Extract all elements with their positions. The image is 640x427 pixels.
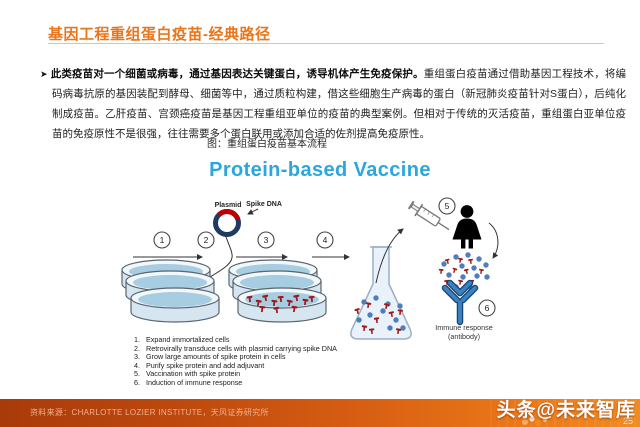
person-to-immune-arrow	[488, 222, 499, 259]
page-title: 基因工程重组蛋白疫苗-经典路径	[48, 26, 271, 43]
title-divider	[48, 43, 604, 44]
step-circle-2: 2	[204, 235, 209, 245]
figure-caption: 图：重组蛋白疫苗基本流程	[207, 139, 327, 150]
step-item: 1.Expand immortalized cells	[134, 335, 230, 344]
flask-to-syringe-arrow	[375, 228, 404, 284]
dots-logo-icon	[522, 416, 547, 426]
step-circle-5: 5	[445, 201, 450, 211]
step-circles: 1 2 3 4 5 6	[153, 197, 496, 317]
step-item: 5.Vaccination with spike protein	[134, 369, 241, 379]
source-text: 资料来源：CHARLOTTE LOZIER INSTITUTE，天风证券研究所	[30, 408, 269, 417]
spike-dna-pointer-arrow	[247, 208, 259, 215]
process-steps-list: 1.Expand immortalized cells 2.Retroviral…	[134, 335, 337, 388]
flask-icon	[350, 246, 412, 340]
step-circle-4: 4	[323, 235, 328, 245]
footer-texture	[490, 399, 640, 427]
antigen-dots-in-flask	[356, 295, 406, 331]
step-circle-6: 6	[485, 303, 490, 313]
step-item: 4.Purify spike protein and add adjuvant	[134, 360, 265, 370]
step-item: 2.Retrovirally transduce cells with plas…	[134, 343, 337, 353]
antigen-cluster	[438, 252, 490, 290]
step-circle-3: 3	[264, 235, 269, 245]
step-item: 6.Induction of immune response	[134, 377, 243, 387]
plasmid-icon	[213, 209, 241, 237]
page-number: 25	[622, 416, 633, 426]
syringe-icon	[407, 200, 450, 231]
spike-dna-label: Spike DNA	[246, 201, 282, 208]
footer-bar: 资料来源：CHARLOTTE LOZIER INSTITUTE，天风证券研究所 …	[0, 399, 640, 427]
antibody-label: (antibody)	[448, 332, 480, 341]
petri-dish-stack-cells	[121, 259, 220, 323]
person-icon	[452, 205, 482, 249]
body-text: 重组蛋白疫苗通过借助基因工程技术，将编码病毒抗原的基因装配到酵母、细菌等中，通过…	[52, 67, 627, 140]
antibody-icon	[441, 279, 479, 326]
body-paragraph: ➤此类疫苗对一个细菌或病毒，通过基因表达关键蛋白，诱导机体产生免疫保护。重组蛋白…	[40, 64, 626, 144]
plasmid-label: Plasmid	[215, 202, 242, 209]
petri-dish-stack-spike	[228, 259, 327, 323]
diagram-title: Protein-based Vaccine	[209, 159, 431, 181]
body-lead-bold: 此类疫苗对一个细菌或病毒，通过基因表达关键蛋白，诱导机体产生免疫保护。	[50, 67, 424, 80]
immune-response-label: Immune response	[435, 323, 493, 332]
bullet-arrow-icon: ➤	[40, 68, 48, 79]
step-item: 3.Grow large amounts of spike protein in…	[134, 352, 286, 362]
watermark-text: 头条@未来智库	[496, 400, 636, 421]
step-circle-1: 1	[160, 235, 165, 245]
